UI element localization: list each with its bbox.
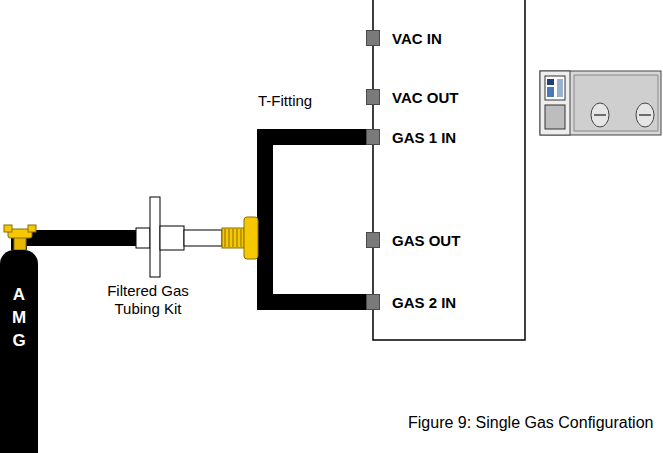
- port-square: [366, 129, 380, 145]
- cylinder-lettering: A M G: [11, 284, 28, 353]
- port-square: [366, 30, 380, 46]
- port-label: GAS OUT: [366, 232, 460, 249]
- fitting-rib: [241, 229, 242, 247]
- gas-cylinder: A M G: [0, 250, 38, 453]
- port-name: GAS 1 IN: [392, 129, 456, 146]
- port-square: [366, 294, 380, 310]
- port-label: VAC IN: [366, 30, 442, 47]
- port-label: GAS 2 IN: [366, 294, 456, 311]
- kit-label: Filtered Gas Tubing Kit: [100, 282, 196, 318]
- device-box: [373, 0, 525, 340]
- cylinder-valve: [4, 225, 36, 250]
- figure-caption: Figure 9: Single Gas Configuration: [408, 414, 653, 432]
- fitting-label: T-Fitting: [258, 92, 312, 110]
- port-name: GAS OUT: [392, 232, 460, 249]
- port-label: VAC OUT: [366, 89, 458, 106]
- white-tube: [184, 230, 222, 246]
- fitting-rib: [225, 229, 226, 247]
- fitting-rib: [233, 229, 234, 247]
- yellow-fitting: [222, 217, 258, 259]
- port-name: GAS 2 IN: [392, 294, 456, 311]
- fitting-rib: [237, 229, 238, 247]
- port-label: GAS 1 IN: [366, 129, 456, 146]
- port-square: [366, 232, 380, 248]
- fitting-rib: [229, 229, 230, 247]
- port-name: VAC IN: [392, 30, 442, 47]
- port-name: VAC OUT: [392, 89, 458, 106]
- controller-unit: [540, 71, 661, 135]
- gas-filter: [136, 197, 184, 277]
- gas-line: [19, 238, 366, 302]
- port-square: [366, 89, 380, 105]
